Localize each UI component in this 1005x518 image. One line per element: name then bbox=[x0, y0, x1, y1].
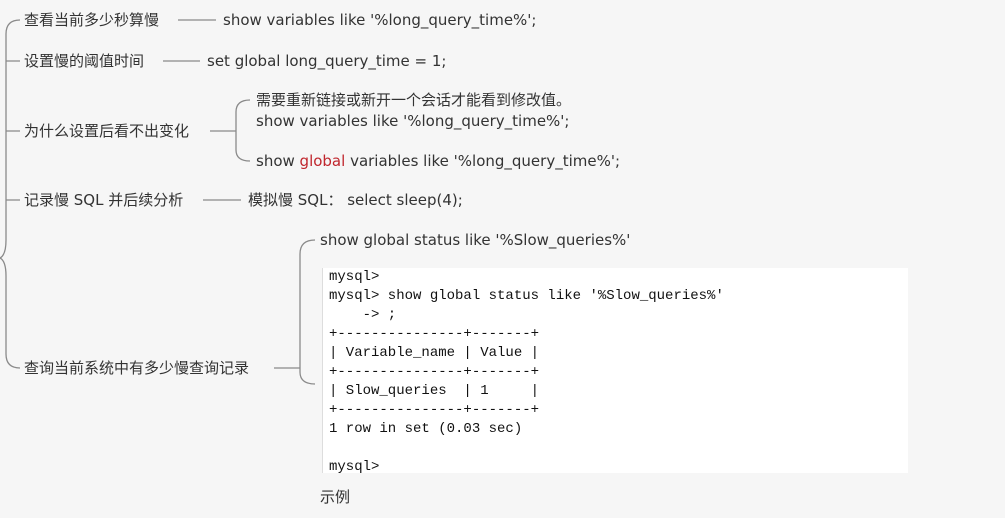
terminal-line: | Variable_name | Value | bbox=[329, 345, 540, 361]
child-show-global-status[interactable]: show global status like '%Slow_queries%' bbox=[320, 231, 631, 249]
child-simulate-slow-sql[interactable]: 模拟慢 SQL： select sleep(4); bbox=[248, 191, 463, 209]
text-prefix: show bbox=[256, 152, 300, 170]
node-slow-threshold-query[interactable]: 查看当前多少秒算慢 bbox=[24, 11, 160, 29]
terminal-line: mysql> bbox=[329, 269, 380, 285]
node-count-slow-queries[interactable]: 查询当前系统中有多少慢查询记录 bbox=[24, 359, 250, 377]
terminal-line: mysql> show global status like '%Slow_qu… bbox=[329, 288, 724, 304]
node-record-slow-sql[interactable]: 记录慢 SQL 并后续分析 bbox=[24, 191, 184, 209]
terminal-line: 1 row in set (0.03 sec) bbox=[329, 421, 523, 437]
text-suffix: variables like '%long_query_time%'; bbox=[345, 152, 621, 170]
terminal-line: +---------------+-------+ bbox=[329, 326, 540, 342]
child-show-variables-2[interactable]: show variables like '%long_query_time%'; bbox=[256, 112, 570, 130]
terminal-screenshot: mysql> mysql> show global status like '%S… bbox=[322, 268, 908, 475]
child-show-global-variables[interactable]: show global variables like '%long_query_… bbox=[256, 151, 620, 171]
terminal-line: -> ; bbox=[329, 307, 397, 323]
terminal-line bbox=[329, 439, 902, 458]
terminal-line: mysql> bbox=[329, 459, 380, 475]
node-why-no-change[interactable]: 为什么设置后看不出变化 bbox=[24, 122, 190, 140]
child-set-global[interactable]: set global long_query_time = 1; bbox=[207, 52, 447, 70]
terminal-line: +---------------+-------+ bbox=[329, 402, 540, 418]
image-caption: 示例 bbox=[320, 488, 351, 506]
child-show-variables[interactable]: show variables like '%long_query_time%'; bbox=[223, 11, 537, 29]
node-set-threshold[interactable]: 设置慢的阈值时间 bbox=[24, 52, 145, 70]
child-reconnect-note[interactable]: 需要重新链接或新开一个会话才能看到修改值。 bbox=[256, 91, 572, 109]
terminal-line: +---------------+-------+ bbox=[329, 364, 540, 380]
terminal-line: | Slow_queries | 1 | bbox=[329, 383, 540, 399]
highlight-global: global bbox=[299, 152, 346, 170]
